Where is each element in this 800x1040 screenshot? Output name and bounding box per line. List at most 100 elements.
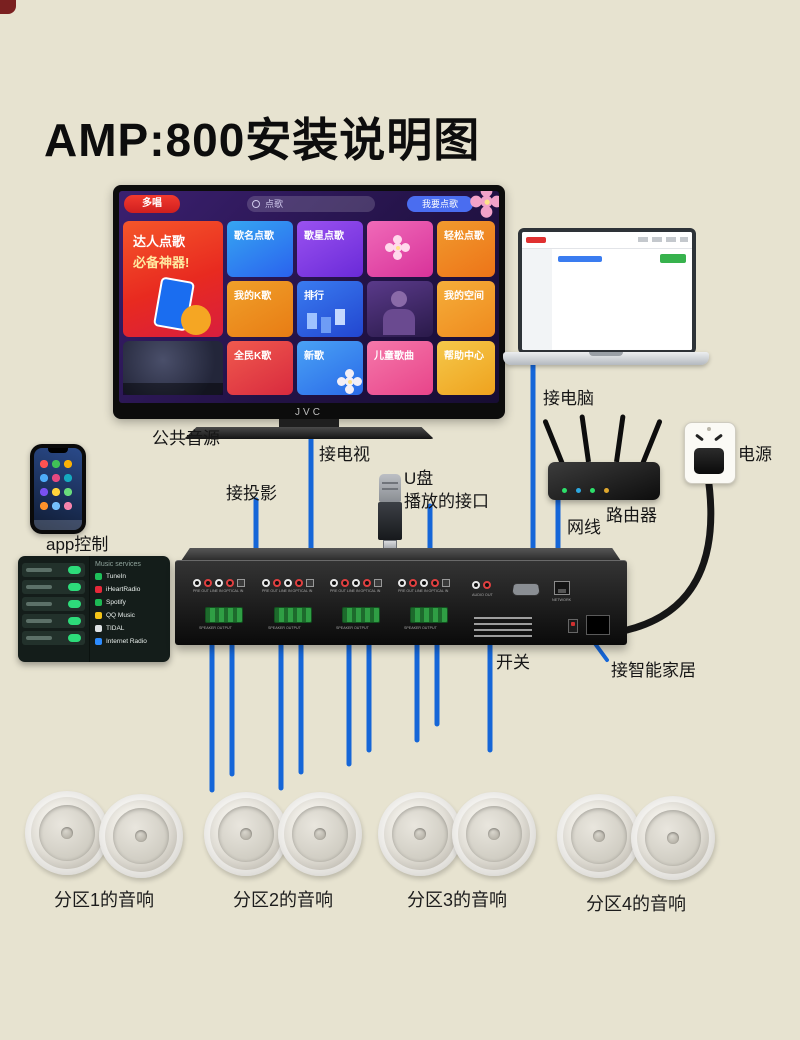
- flower-decoration-icon: [480, 195, 493, 208]
- amp-channel-2: PRE OUT LINE IN OPTICAL IN SPEAKER OUTPU…: [262, 579, 324, 651]
- service-item: QQ Music: [90, 609, 170, 622]
- usb-drive-cap: [379, 474, 401, 502]
- amp-io-section: AUDIO OUT NETWORK: [470, 579, 622, 651]
- rca-jacks: [398, 579, 460, 587]
- phone-screen: [34, 448, 82, 530]
- spec-text-block: [474, 617, 532, 637]
- speaker-output-label: SPEAKER OUTPUT: [336, 626, 369, 631]
- power-switch: [568, 619, 578, 633]
- tile-ranking: 排行: [297, 281, 363, 337]
- label-usb: U盘: [404, 469, 434, 488]
- laptop-green-button: [660, 254, 686, 263]
- service-item: iHeartRadio: [90, 583, 170, 596]
- search-placeholder: 点歌: [265, 199, 284, 209]
- speaker-output-label: SPEAKER OUTPUT: [199, 626, 232, 631]
- router: [548, 462, 660, 500]
- zone3-speaker-right: [452, 792, 536, 876]
- internet-radio-icon: [95, 638, 102, 645]
- outlet-slot: [695, 433, 704, 442]
- amp-channel-1: PRE OUT LINE IN OPTICAL IN SPEAKER OUTPU…: [193, 579, 255, 651]
- zone1-speaker-left: [25, 791, 109, 875]
- laptop-menu-bars: [638, 237, 688, 242]
- zone2-speaker-left: [204, 792, 288, 876]
- tidal-icon: [95, 625, 102, 632]
- zone2-speaker-right: [278, 792, 362, 876]
- speaker-terminal: [205, 607, 243, 623]
- io-label: PRE OUT LINE IN OPTICAL IN: [330, 589, 381, 594]
- amplifier-front-panel: PRE OUT LINE IN OPTICAL IN SPEAKER OUTPU…: [175, 560, 627, 645]
- laptop-screen: [518, 228, 696, 354]
- laptop-page-header: [522, 232, 692, 249]
- usb-drive-body: [378, 502, 402, 540]
- tile-easy-song: 轻松点歌: [437, 221, 495, 277]
- tile-my-karaoke: 我的K歌: [227, 281, 293, 337]
- network-port-label: NETWORK: [552, 598, 572, 603]
- search-bar: 点歌: [247, 196, 375, 212]
- tv: 多唱 点歌 我要点歌 达人点歌 必备神器! 歌名点歌 歌星点歌 轻松点歌 我的K…: [113, 185, 505, 419]
- laptop-logo: [526, 237, 546, 243]
- speaker-terminal: [342, 607, 380, 623]
- tile-singer: 歌星点歌: [297, 221, 363, 277]
- outlet-slot: [714, 433, 723, 442]
- tile-flower: [367, 221, 433, 277]
- tile-singer-photo: [367, 281, 433, 337]
- label-zone4: 分区4的音响: [585, 894, 686, 914]
- flower-icon: [393, 243, 402, 252]
- rca-jacks: [262, 579, 324, 587]
- tv-stand-neck: [279, 419, 339, 428]
- tile-children-songs: 儿童歌曲: [367, 341, 433, 395]
- service-label: Spotify: [106, 599, 126, 606]
- io-label: PRE OUT LINE IN OPTICAL IN: [398, 589, 449, 594]
- search-icon: [252, 200, 260, 208]
- speaker-output-label: SPEAKER OUTPUT: [268, 626, 301, 631]
- tile-new-songs: 新歌: [297, 341, 363, 395]
- audio-out-jacks: [472, 581, 491, 589]
- outlet-screw: [707, 427, 711, 431]
- service-label: TIDAL: [106, 625, 125, 632]
- tile-song-name: 歌名点歌: [227, 221, 293, 277]
- service-item: TIDAL: [90, 622, 170, 635]
- rca-jacks: [193, 579, 255, 587]
- power-inlet: [586, 615, 610, 635]
- qqmusic-icon: [95, 612, 102, 619]
- zone1-speaker-right: [99, 794, 183, 878]
- service-label: Internet Radio: [106, 638, 147, 645]
- service-item: Internet Radio: [90, 635, 170, 648]
- app-device-list: [18, 556, 90, 662]
- power-cable: [614, 466, 715, 636]
- zone4-speaker-right: [631, 796, 715, 880]
- service-label: TuneIn: [106, 573, 126, 580]
- hand-illustration: [181, 305, 211, 335]
- amplifier-top-face: [181, 548, 621, 561]
- label-computer: 接电脑: [543, 389, 594, 408]
- speaker-terminal: [274, 607, 312, 623]
- control-app-panel: Music services TuneIn iHeartRadio Spotif…: [18, 556, 170, 662]
- rs232-port: [512, 583, 540, 596]
- tile-my-space: 我的空间: [437, 281, 495, 337]
- tv-topbar: 多唱 点歌 我要点歌: [119, 191, 499, 217]
- app-device-row: [22, 631, 85, 645]
- laptop-config-table: [522, 249, 692, 350]
- banner-line2: 必备神器!: [133, 255, 190, 270]
- app-device-row: [22, 597, 85, 611]
- karaoke-logo: 多唱: [124, 195, 180, 213]
- label-smart-home: 接智能家居: [611, 661, 696, 680]
- amplifier: PRE OUT LINE IN OPTICAL IN SPEAKER OUTPU…: [175, 548, 627, 645]
- label-public-audio: 公共音源: [152, 429, 220, 448]
- label-tv-line: 接电视: [319, 445, 370, 464]
- promo-banner: 达人点歌 必备神器!: [123, 221, 223, 337]
- phone-notch: [48, 448, 68, 453]
- service-label: iHeartRadio: [106, 586, 141, 593]
- zone4-speaker-left: [557, 794, 641, 878]
- banner-line1: 达人点歌: [133, 234, 186, 249]
- app-device-row: [22, 563, 85, 577]
- io-label: PRE OUT LINE IN OPTICAL IN: [193, 589, 244, 594]
- service-label: QQ Music: [106, 612, 135, 619]
- label-router: 路由器: [606, 506, 657, 525]
- speaker-output-label: SPEAKER OUTPUT: [404, 626, 437, 631]
- flower-decoration-icon: [345, 377, 354, 386]
- label-projector: 接投影: [226, 484, 277, 503]
- page-title: AMP:800安装说明图: [44, 114, 481, 166]
- label-zone2: 分区2的音响: [232, 890, 333, 910]
